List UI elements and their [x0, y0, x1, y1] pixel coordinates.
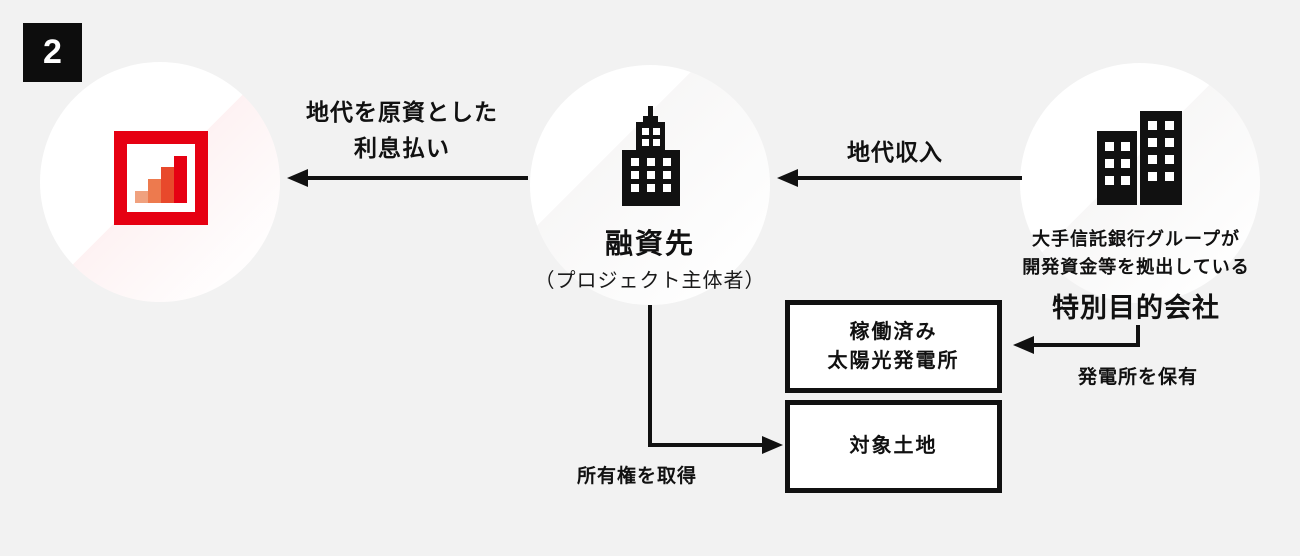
twin-buildings-icon — [1097, 111, 1182, 210]
label-rent-income: 地代収入 — [847, 139, 943, 165]
label-interest-line1: 地代を原資とした — [306, 99, 498, 125]
arrow-owns-plant-horizontal — [1030, 343, 1140, 347]
node-company — [40, 62, 280, 302]
step-number-badge: 2 — [23, 23, 82, 82]
spv-desc-line2: 開発資金等を拠出している — [1022, 257, 1250, 277]
arrow-acquire-horizontal — [648, 443, 763, 447]
box-land-label: 対象土地 — [849, 435, 938, 457]
box-solar-line1: 稼働済み — [849, 320, 938, 343]
box-target-land: 対象土地 — [785, 400, 1002, 493]
arrow-interest-head — [287, 169, 308, 187]
arrow-interest-shaft — [303, 176, 528, 180]
office-building-icon — [622, 106, 680, 211]
arrow-rent-shaft — [794, 176, 1022, 180]
arrow-owns-plant-vertical — [1136, 325, 1140, 345]
label-acquire-ownership: 所有権を取得 — [576, 466, 698, 487]
box-solar-plant: 稼働済み 太陽光発電所 — [785, 300, 1002, 393]
spv-caption: 大手信託銀行グループが 開発資金等を拠出している 特別目的会社 — [1022, 225, 1249, 325]
box-solar-line2: 太陽光発電所 — [827, 349, 960, 372]
label-owns-plant: 発電所を保有 — [1077, 367, 1199, 388]
lender-subtitle: （プロジェクト主体者） — [534, 270, 766, 292]
label-interest-payment: 地代を原資とした 利息払い — [306, 94, 498, 166]
lender-title: 融資先 — [604, 228, 696, 259]
arrow-owns-plant-head — [1013, 336, 1034, 354]
spv-title: 特別目的会社 — [1052, 293, 1220, 323]
arrow-rent-head — [777, 169, 798, 187]
bar-chart-logo-icon — [114, 131, 208, 230]
arrow-acquire-head — [762, 436, 783, 454]
arrow-acquire-vertical — [648, 305, 652, 447]
spv-desc-line1: 大手信託銀行グループが — [1032, 229, 1240, 249]
label-interest-line2: 利息払い — [354, 135, 450, 161]
